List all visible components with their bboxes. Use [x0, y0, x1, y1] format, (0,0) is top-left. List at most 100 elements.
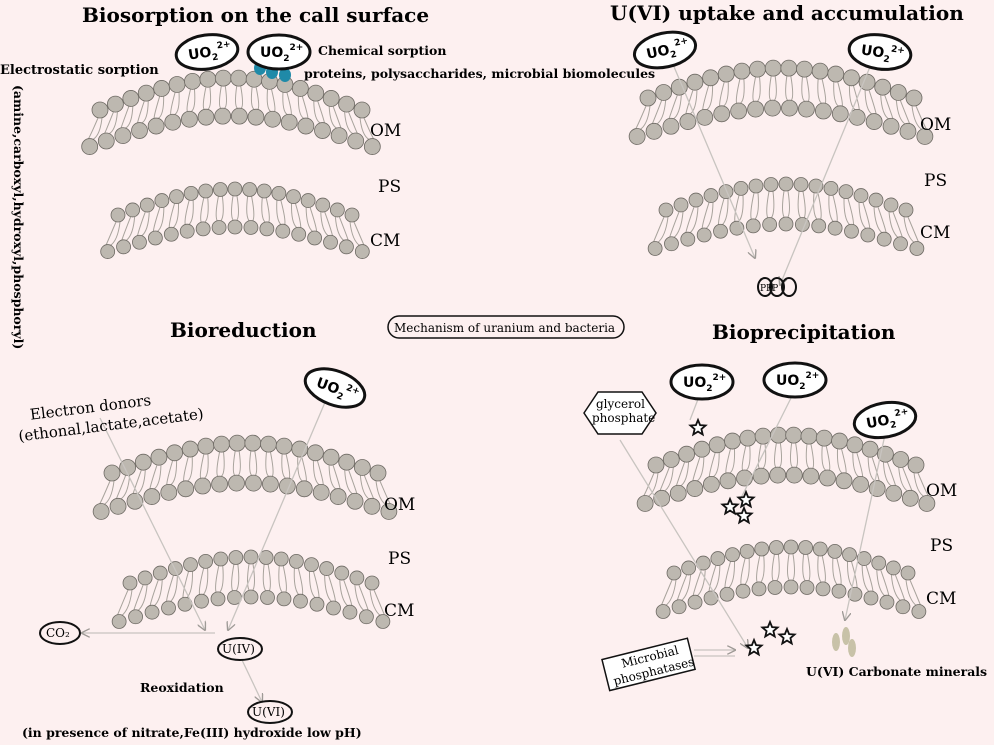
lipid-head — [114, 127, 132, 145]
lipid-head — [264, 110, 281, 128]
om-label: OM — [384, 495, 415, 515]
lipid-head — [717, 65, 735, 83]
lipid-head — [843, 69, 860, 87]
lipid-head — [164, 113, 182, 131]
lipid-head — [671, 599, 687, 615]
lipid-head — [184, 72, 201, 90]
lipid-head — [110, 207, 126, 223]
lipid-head — [736, 469, 753, 487]
lipid-head — [664, 236, 679, 252]
lipid-head — [783, 579, 799, 595]
lipid-head — [853, 188, 869, 203]
lipid-head — [198, 183, 214, 199]
lipid-head — [326, 600, 341, 616]
lipid-head — [195, 221, 211, 237]
lipid-head — [844, 223, 859, 239]
lipid-head — [256, 183, 272, 199]
lipid-head — [863, 590, 879, 606]
lipid-head — [111, 614, 127, 629]
lipid-head — [119, 459, 137, 476]
lipid-head — [885, 484, 903, 502]
lipid-head — [725, 547, 740, 563]
lipid-head — [916, 128, 934, 145]
lipid-head — [662, 117, 680, 135]
lipid-head — [747, 100, 764, 118]
uranyl-phosphate-star — [736, 489, 756, 509]
lipid-head — [764, 59, 782, 77]
lipid-head — [198, 553, 214, 569]
lipid-head — [662, 451, 680, 468]
lipid-head — [227, 181, 243, 197]
lipid-head — [334, 565, 350, 581]
lipid-head — [882, 117, 900, 135]
svg-text:U(VI): U(VI) — [252, 705, 285, 719]
lipid-head — [730, 102, 748, 120]
lipid-head — [375, 614, 391, 629]
lipid-head — [883, 197, 899, 213]
lipid-head — [197, 437, 215, 455]
lipid-head — [909, 241, 925, 256]
lipid-head — [823, 180, 839, 196]
lipid-head — [147, 117, 165, 135]
granule-label: PPP — [760, 284, 778, 294]
lipid-head — [703, 188, 719, 203]
uranyl-ion: UO22+ — [762, 361, 828, 399]
lipid-head — [97, 132, 115, 150]
lipid-head — [793, 177, 809, 192]
lipid-head — [122, 575, 138, 591]
lipid-head — [762, 217, 778, 232]
lipid-head — [655, 604, 671, 619]
lipid-head — [911, 604, 927, 619]
lipid-head — [344, 207, 360, 223]
lipid-head — [150, 448, 168, 466]
reoxidation-label: Reoxidation — [140, 680, 224, 695]
panel-uptake: U(VI) uptake and accumulation OM PS CM P… — [610, 1, 964, 297]
lipid-head — [718, 184, 734, 200]
lipid-head — [733, 180, 749, 196]
lipid-head — [815, 581, 831, 597]
lipid-head — [166, 444, 183, 462]
uranyl-phosphate-star — [744, 637, 764, 657]
svg-text:phosphate: phosphate — [592, 411, 655, 425]
lipid-head — [211, 475, 228, 493]
lipid-head — [905, 89, 923, 107]
lipid-head — [214, 69, 232, 87]
lipid-head — [814, 102, 832, 120]
lipid-head — [842, 547, 857, 563]
lipid-head — [628, 128, 646, 145]
lipid-head — [181, 440, 199, 458]
lipid-head — [228, 550, 244, 565]
lipid-head — [230, 107, 248, 125]
lipid-head — [735, 583, 751, 599]
lipid-head — [892, 451, 910, 468]
lipid-head — [163, 226, 179, 242]
lipid-head — [719, 586, 735, 602]
lipid-head — [260, 590, 275, 605]
uranyl-phosphate-star — [688, 417, 708, 437]
uranyl-ion: UO22+ — [174, 33, 240, 71]
lipid-head — [636, 495, 654, 512]
lipid-head — [901, 489, 919, 507]
lipid-head — [153, 80, 171, 97]
lipid-head — [329, 488, 347, 505]
lipid-head — [210, 591, 226, 607]
lipid-head — [835, 472, 853, 490]
lipid-head — [137, 84, 155, 102]
panel-bioreduction: Bioreduction Electron donors (ethonal,la… — [17, 318, 415, 740]
lipid-head — [778, 176, 794, 192]
biomolecules-label: proteins, polysaccharides, microbial bio… — [304, 66, 655, 81]
lipid-head — [116, 239, 131, 255]
lipid-head — [322, 90, 340, 107]
lipid-head — [342, 604, 358, 620]
lipid-head — [329, 202, 345, 218]
lipid-head — [895, 599, 911, 615]
lipid-head — [322, 448, 340, 466]
lipid-head — [288, 553, 304, 569]
lipid-head — [749, 60, 766, 78]
chemical-sorption-label: Chemical sorption — [318, 43, 446, 58]
lipid-head — [247, 108, 265, 126]
lipid-head — [827, 220, 843, 236]
u4-bubble: U(IV) — [217, 637, 263, 661]
lipid-head — [359, 609, 374, 625]
